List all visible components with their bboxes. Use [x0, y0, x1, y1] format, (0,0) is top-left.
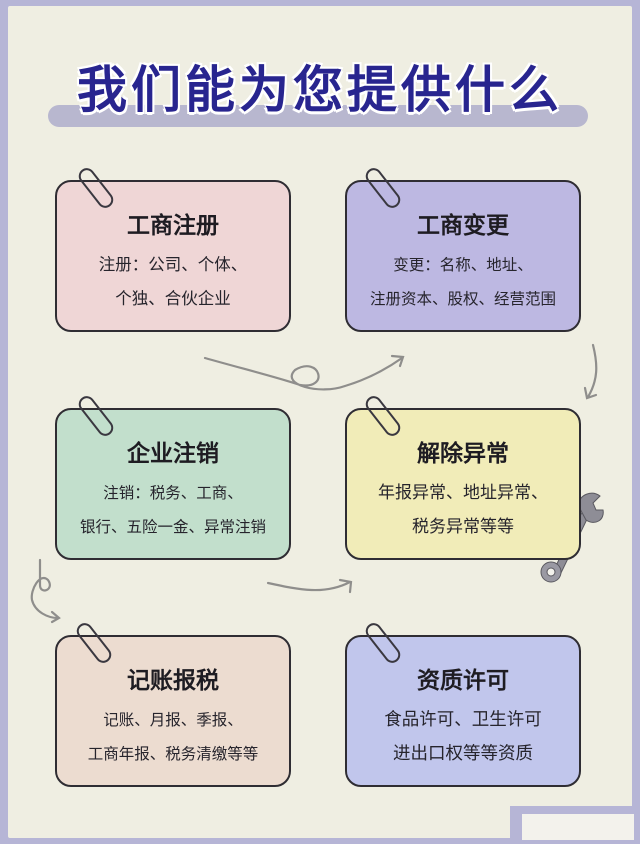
card-line: 税务异常等等: [412, 517, 514, 537]
card-qualification-license[interactable]: 资质许可 食品许可、卫生许可 进出口权等等资质: [345, 635, 581, 787]
card-title: 工商注册: [119, 206, 227, 240]
card-line: 食品许可、卫生许可: [384, 710, 542, 730]
card-title: 解除异常: [409, 434, 517, 468]
card-line: 注销：税务、工商、: [103, 484, 243, 502]
corner-patch: [510, 806, 640, 844]
card-title: 记账报税: [119, 661, 227, 695]
card-title: 资质许可: [409, 661, 517, 695]
card-line: 注册资本、股权、经营范围: [369, 290, 556, 308]
card-business-registration[interactable]: 工商注册 注册：公司、个体、 个独、合伙企业: [55, 180, 291, 332]
card-line: 个独、合伙企业: [115, 289, 231, 308]
title-container: 我们能为您提供什么: [0, 50, 640, 122]
card-line: 变更：名称、地址、: [393, 256, 533, 274]
card-title: 企业注销: [119, 434, 227, 468]
card-remove-abnormal[interactable]: 解除异常 年报异常、地址异常、 税务异常等等: [345, 408, 581, 560]
card-line: 进出口权等等资质: [393, 744, 533, 764]
page-title: 我们能为您提供什么: [77, 61, 563, 119]
card-bookkeeping-tax[interactable]: 记账报税 记账、月报、季报、 工商年报、税务清缴等等: [55, 635, 291, 787]
card-line: 工商年报、税务清缴等等: [87, 745, 259, 763]
card-line: 记账、月报、季报、: [103, 711, 243, 729]
card-title: 工商变更: [409, 206, 517, 240]
card-line: 银行、五险一金、异常注销: [79, 518, 266, 536]
card-business-change[interactable]: 工商变更 变更：名称、地址、 注册资本、股权、经营范围: [345, 180, 581, 332]
card-company-deregistration[interactable]: 企业注销 注销：税务、工商、 银行、五险一金、异常注销: [55, 408, 291, 560]
title-underline: [48, 105, 588, 127]
card-line: 注册：公司、个体、: [98, 255, 248, 274]
card-line: 年报异常、地址异常、: [378, 483, 548, 503]
